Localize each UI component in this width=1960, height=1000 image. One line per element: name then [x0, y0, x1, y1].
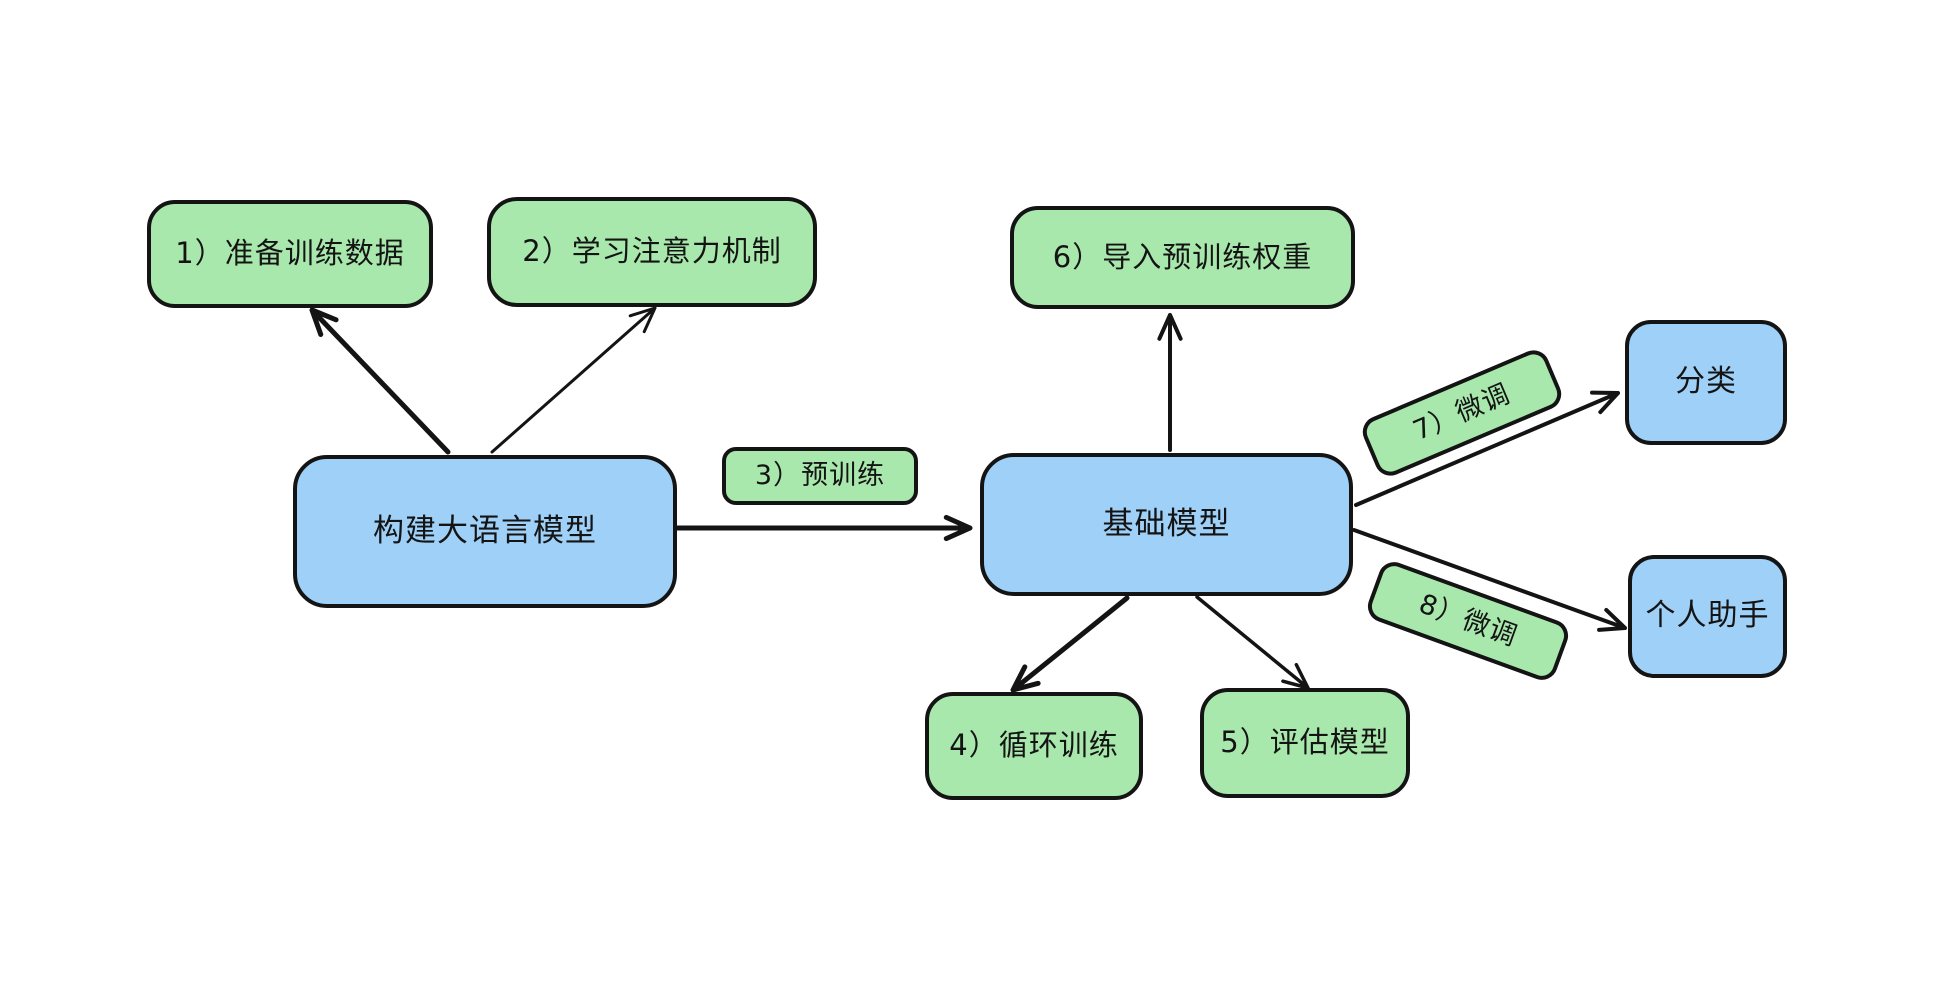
node-step1-prepare-training-data[interactable]: 1）准备训练数据: [147, 200, 433, 308]
node-label: 6）导入预训练权重: [1052, 239, 1313, 274]
node-step8-finetune[interactable]: 8）微调: [1363, 557, 1573, 685]
node-label: 构建大语言模型: [373, 512, 597, 549]
node-label: 5）评估模型: [1220, 725, 1390, 760]
node-label: 8）微调: [1414, 588, 1522, 654]
arrow-base-to-step4[interactable]: [1010, 595, 1130, 693]
arrow-base-to-classify[interactable]: [1354, 390, 1620, 507]
node-classification[interactable]: 分类: [1625, 320, 1787, 445]
node-personal-assistant[interactable]: 个人助手: [1628, 555, 1787, 678]
node-step5-evaluate-model[interactable]: 5）评估模型: [1200, 688, 1410, 798]
arrow-build-to-step2[interactable]: [490, 306, 657, 454]
node-build-llm[interactable]: 构建大语言模型: [293, 455, 677, 608]
node-label: 2）学习注意力机制: [522, 234, 782, 269]
node-step2-learn-attention[interactable]: 2）学习注意力机制: [487, 197, 817, 307]
node-step6-load-pretrained-weights[interactable]: 6）导入预训练权重: [1010, 206, 1355, 309]
node-label: 7）微调: [1408, 378, 1516, 448]
node-label: 基础模型: [1102, 505, 1231, 542]
arrow-base-to-step5[interactable]: [1195, 595, 1310, 690]
node-base-model[interactable]: 基础模型: [980, 453, 1353, 596]
node-label: 3）预训练: [754, 460, 886, 492]
node-step3-pretrain[interactable]: 3）预训练: [722, 447, 918, 505]
node-label: 4）循环训练: [949, 728, 1119, 763]
node-label: 分类: [1675, 364, 1737, 400]
arrow-build-to-step1[interactable]: [309, 307, 451, 455]
arrow-base-to-assistant[interactable]: [1352, 528, 1627, 632]
node-label: 个人助手: [1645, 598, 1770, 634]
arrow-base-to-step6[interactable]: [1157, 313, 1183, 452]
arrow-build-to-base[interactable]: [674, 514, 973, 542]
node-step4-training-loop[interactable]: 4）循环训练: [925, 692, 1143, 800]
node-label: 1）准备训练数据: [175, 236, 405, 271]
